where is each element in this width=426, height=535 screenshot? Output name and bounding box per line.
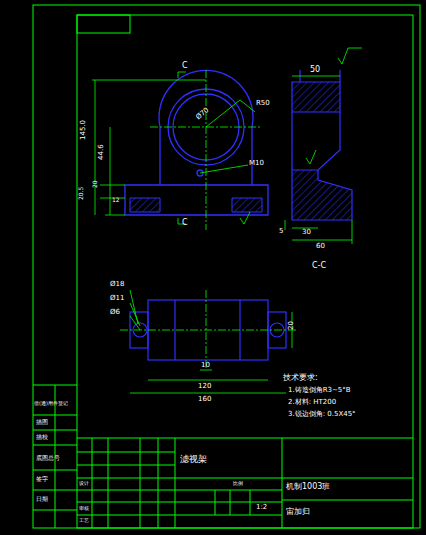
drawing-label: 底图总号 (36, 455, 60, 461)
drawing-label: 设计 (79, 481, 89, 486)
drawing-label: 工艺 (79, 518, 89, 523)
drawing-label: 技术要求: (283, 374, 318, 382)
drawing-label: 2.材料: HT200 (288, 399, 336, 406)
drawing-label: 60 (316, 243, 325, 250)
drawing-label: 50 (310, 66, 320, 74)
drawing-label: 1.铸造倒角R3~5°B (288, 387, 351, 394)
drawing-label: 44.6 (98, 144, 105, 160)
drawing-label: 10 (201, 362, 210, 369)
drawing-label: 145.0 (80, 120, 87, 140)
drawing-label: Ø11 (110, 295, 124, 302)
drawing-label: 1:2 (256, 504, 267, 511)
drawing-label: 描校 (36, 434, 48, 440)
drawing-label: M10 (249, 160, 264, 167)
drawing-label: 20 (288, 321, 295, 330)
drawing-label: 20 (92, 180, 98, 188)
drawing-label: 机制1003班 (286, 483, 330, 491)
drawing-label: 借(通)用件登记 (34, 401, 68, 406)
drawing-label: Ø70 (195, 107, 211, 122)
drawing-label: 5 (279, 228, 283, 235)
drawing-label: 滤视架 (180, 455, 207, 464)
drawing-label: 3.锐边倒角: 0.5X45° (288, 411, 356, 418)
drawing-label: 描图 (36, 419, 48, 425)
drawing-label: R50 (256, 100, 270, 107)
drawing-label: C-C (312, 262, 326, 270)
drawing-label: 120 (198, 383, 211, 390)
drawing-label: 比例 (233, 481, 243, 486)
drawing-label: 160 (198, 396, 211, 403)
drawing-label: 日期 (36, 496, 48, 502)
drawing-label: 20.5 (78, 187, 84, 200)
drawing-label: 宙加归 (286, 508, 310, 516)
drawing-label: Ø18 (110, 281, 124, 288)
drawing-label: 30 (302, 229, 311, 236)
drawing-label: C (182, 62, 188, 70)
drawing-label: 签字 (36, 476, 48, 482)
drawing-label: 12 (112, 197, 120, 203)
drawing-label: 审核 (79, 506, 89, 511)
drawing-label: C (182, 219, 188, 227)
drawing-label: Ø6 (110, 309, 120, 316)
